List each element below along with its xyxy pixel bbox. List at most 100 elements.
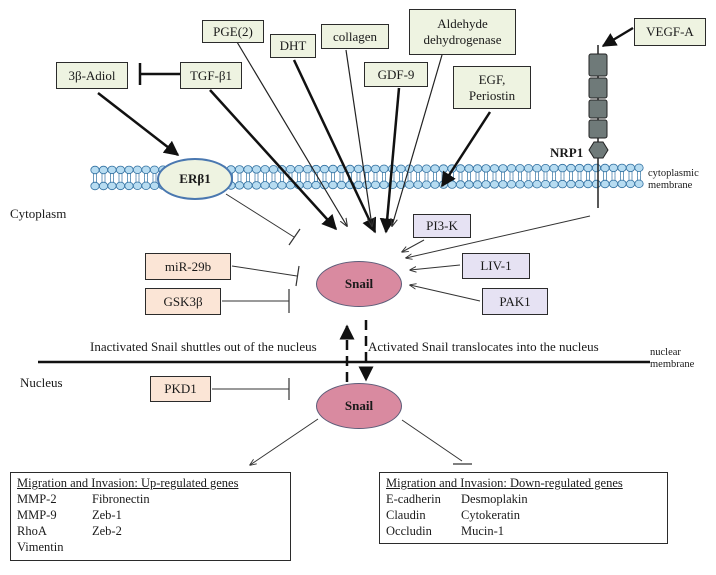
dht-arrow — [292, 59, 377, 234]
lipid-head — [98, 181, 109, 191]
mir29b-box: miR-29b — [145, 253, 231, 280]
lipid-head — [421, 180, 432, 189]
lipid-tail — [458, 172, 463, 177]
lipid-tail — [144, 173, 148, 178]
lipid-tail — [305, 172, 310, 178]
lipid-head — [353, 180, 364, 190]
lipid-tail — [263, 172, 267, 178]
lipid-head — [549, 163, 559, 173]
lipid-tail — [144, 177, 148, 183]
lipid-head — [591, 179, 602, 189]
lipid-tail — [314, 177, 318, 182]
lipid-tail — [110, 177, 114, 183]
lipid-head — [634, 163, 644, 172]
lipid-head — [515, 180, 525, 189]
lipid-tail — [484, 176, 488, 181]
pi3k-to-snail-arrow — [402, 239, 425, 252]
lipid-head — [243, 165, 253, 174]
lipid-tail — [373, 172, 378, 177]
snail-nucleus: Snail — [316, 383, 402, 429]
tgfb1-arrow — [209, 89, 338, 231]
collagen-arrow — [345, 49, 372, 226]
lipid-head — [617, 179, 627, 189]
lipid-head — [464, 180, 474, 189]
lipid-tail — [535, 171, 539, 177]
lipid-tail — [509, 171, 514, 177]
nrp1-to-snail-arrow — [406, 215, 591, 258]
lipid-head — [413, 164, 423, 173]
lipid-tail — [93, 178, 97, 183]
erb1-inhibit-bar — [288, 228, 301, 246]
lipid-head — [115, 181, 126, 191]
lipid-tail — [526, 176, 531, 181]
lipid-tail — [365, 172, 369, 177]
gene-row: Vimentin — [17, 540, 64, 554]
lipid-tail — [152, 177, 157, 183]
lipid-tail — [535, 176, 539, 181]
liv1-box: LIV-1 — [462, 253, 530, 279]
lipid-tail — [399, 172, 403, 177]
lipid-head — [396, 164, 406, 173]
lipid-tail — [271, 177, 276, 182]
lipid-head — [566, 179, 576, 189]
erb1-inhibit-line — [225, 193, 295, 238]
snail-cytoplasm-label: Snail — [344, 276, 374, 291]
nrp1-receptor — [588, 45, 609, 208]
dht-box: DHT — [270, 34, 316, 58]
lipid-head — [472, 164, 483, 173]
lipid-tail — [339, 177, 344, 182]
lipid-head — [634, 179, 644, 188]
lipid-head — [285, 164, 296, 174]
lipid-head — [540, 179, 551, 189]
snail-cytoplasm: Snail — [316, 261, 402, 307]
lipid-tail — [127, 177, 131, 183]
nucleus-label: Nucleus — [20, 375, 63, 390]
lipid-tail — [603, 176, 607, 181]
lipid-head — [532, 163, 542, 173]
lipid-head — [447, 180, 457, 189]
lipid-tail — [118, 177, 123, 183]
lipid-head — [549, 179, 559, 189]
lipid-head — [430, 164, 440, 173]
lipid-tail — [620, 171, 624, 176]
lipid-tail — [577, 176, 582, 181]
export-text: Inactivated Snail shuttles out of the nu… — [90, 339, 317, 354]
lipid-head — [90, 181, 100, 191]
lipid-head — [583, 163, 593, 173]
lipid-head — [141, 165, 151, 174]
lipid-head — [234, 181, 245, 190]
lipid-tail — [424, 176, 429, 182]
lipid-head — [532, 179, 542, 189]
lipid-tail — [611, 175, 616, 181]
lipid-head — [370, 180, 381, 190]
lipid-tail — [280, 172, 284, 178]
pge2-arrow — [236, 41, 347, 226]
lipid-head — [243, 181, 253, 190]
lipid-tail — [484, 171, 488, 177]
lipid-head — [234, 165, 245, 174]
lipid-tail — [552, 171, 556, 177]
lipid-tail — [467, 172, 471, 177]
adiol-arrow — [97, 92, 180, 156]
lipid-tail — [475, 176, 480, 181]
lipid-tail — [424, 172, 429, 177]
lipid-head — [608, 179, 619, 189]
lipid-head — [583, 179, 593, 189]
lipid-head — [600, 179, 610, 189]
lipid-tail — [93, 173, 97, 178]
down-genes-inhibit-line — [401, 419, 463, 462]
lipid-head — [107, 165, 117, 175]
lipid-tail — [433, 172, 437, 177]
lipid-head — [489, 180, 500, 189]
lipid-tail — [101, 173, 106, 178]
lipid-tail — [569, 171, 573, 177]
vegfa-box: VEGF-A — [634, 18, 706, 46]
lipid-head — [260, 181, 270, 190]
lipid-head — [566, 163, 576, 173]
lipid-tail — [501, 171, 505, 177]
lipid-tail — [135, 177, 140, 183]
pge2-box: PGE(2) — [202, 20, 264, 43]
lipid-head — [498, 164, 508, 173]
